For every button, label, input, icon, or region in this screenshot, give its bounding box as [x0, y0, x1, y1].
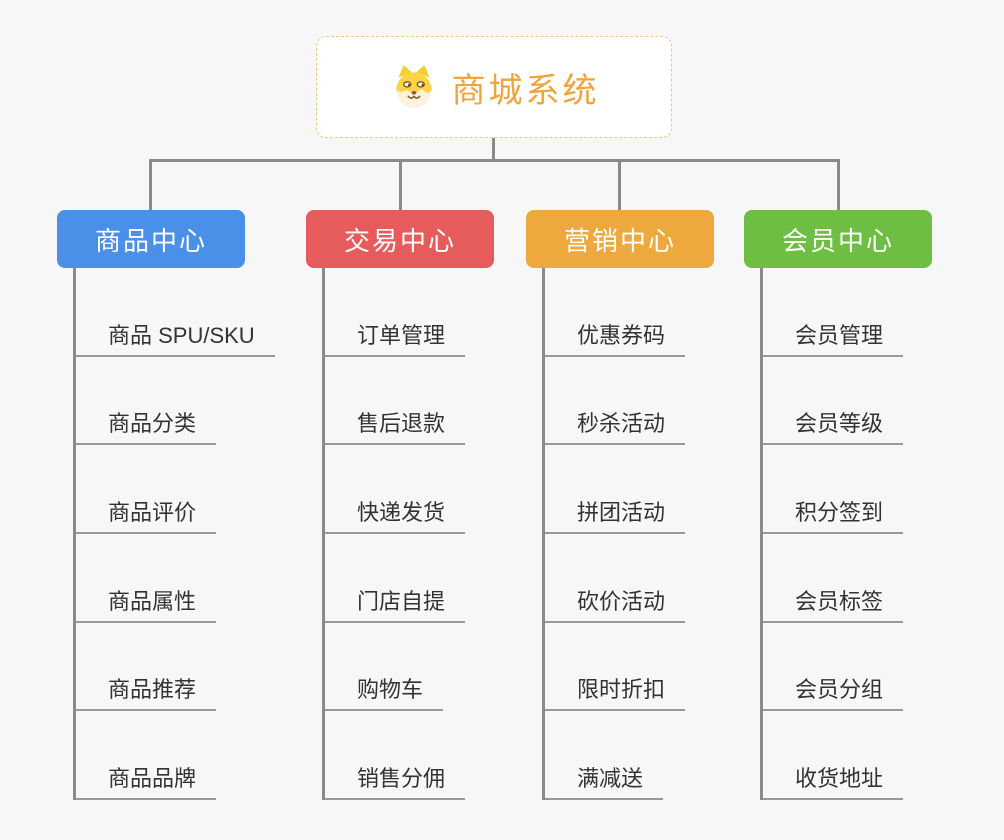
- branch-node-members[interactable]: 会员中心: [744, 210, 932, 268]
- root-topic-title: 商城系统: [451, 71, 600, 110]
- leaf-node[interactable]: 购物车: [325, 679, 444, 712]
- leaf-node[interactable]: 商品品牌: [76, 768, 217, 801]
- leaf-node[interactable]: 会员分组: [763, 679, 904, 712]
- branch-children: 会员管理 会员等级 积分签到 会员标签 会员分组 收货地址: [760, 268, 1004, 801]
- leaf-node[interactable]: 商品属性: [76, 590, 217, 623]
- leaf-node[interactable]: 拼团活动: [545, 502, 686, 535]
- leaf-node[interactable]: 商品 SPU/SKU: [76, 324, 275, 357]
- leaf-node[interactable]: 商品评价: [76, 502, 217, 535]
- branch-children: 订单管理 售后退款 快递发货 门店自提 购物车 销售分佣: [322, 268, 566, 801]
- leaf-node[interactable]: 秒杀活动: [545, 413, 686, 446]
- branch-column-marketing: 营销中心 优惠券码 秒杀活动 拼团活动 砍价活动 限时折扣 满减送: [526, 210, 786, 801]
- branch-children: 优惠券码 秒杀活动 拼团活动 砍价活动 限时折扣 满减送: [542, 268, 786, 801]
- leaf-node[interactable]: 会员标签: [763, 590, 904, 623]
- leaf-node[interactable]: 商品推荐: [76, 679, 217, 712]
- shiba-dog-icon: [395, 65, 432, 108]
- root-connector-stub: [492, 137, 495, 161]
- leaf-node[interactable]: 会员等级: [763, 413, 904, 446]
- leaf-node[interactable]: 优惠券码: [545, 324, 686, 357]
- branch-column-trade: 交易中心 订单管理 售后退款 快递发货 门店自提 购物车 销售分佣: [306, 210, 566, 801]
- leaf-node[interactable]: 收货地址: [763, 768, 904, 801]
- branch-node-trade[interactable]: 交易中心: [306, 210, 494, 268]
- branch-column-members: 会员中心 会员管理 会员等级 积分签到 会员标签 会员分组 收货地址: [744, 210, 1004, 801]
- leaf-node[interactable]: 商品分类: [76, 413, 217, 446]
- leaf-node[interactable]: 销售分佣: [325, 768, 466, 801]
- leaf-node[interactable]: 会员管理: [763, 324, 904, 357]
- branch-drop-line: [149, 159, 152, 212]
- leaf-node[interactable]: 订单管理: [325, 324, 466, 357]
- leaf-node[interactable]: 积分签到: [763, 502, 904, 535]
- leaf-node[interactable]: 门店自提: [325, 590, 466, 623]
- branch-column-products: 商品中心 商品 SPU/SKU 商品分类 商品评价 商品属性 商品推荐 商品品牌: [57, 210, 317, 801]
- leaf-node[interactable]: 限时折扣: [545, 679, 686, 712]
- branch-children: 商品 SPU/SKU 商品分类 商品评价 商品属性 商品推荐 商品品牌: [73, 268, 317, 801]
- leaf-node[interactable]: 满减送: [545, 768, 664, 801]
- branch-drop-line: [618, 159, 621, 212]
- branch-bus-line: [150, 159, 839, 162]
- leaf-node[interactable]: 砍价活动: [545, 590, 686, 623]
- branch-node-marketing[interactable]: 营销中心: [526, 210, 714, 268]
- leaf-node[interactable]: 售后退款: [325, 413, 466, 446]
- branch-node-products[interactable]: 商品中心: [57, 210, 245, 268]
- branch-drop-line: [399, 159, 402, 212]
- root-topic-node[interactable]: 商城系统: [316, 36, 672, 138]
- branch-drop-line: [837, 159, 840, 212]
- leaf-node[interactable]: 快递发货: [325, 502, 466, 535]
